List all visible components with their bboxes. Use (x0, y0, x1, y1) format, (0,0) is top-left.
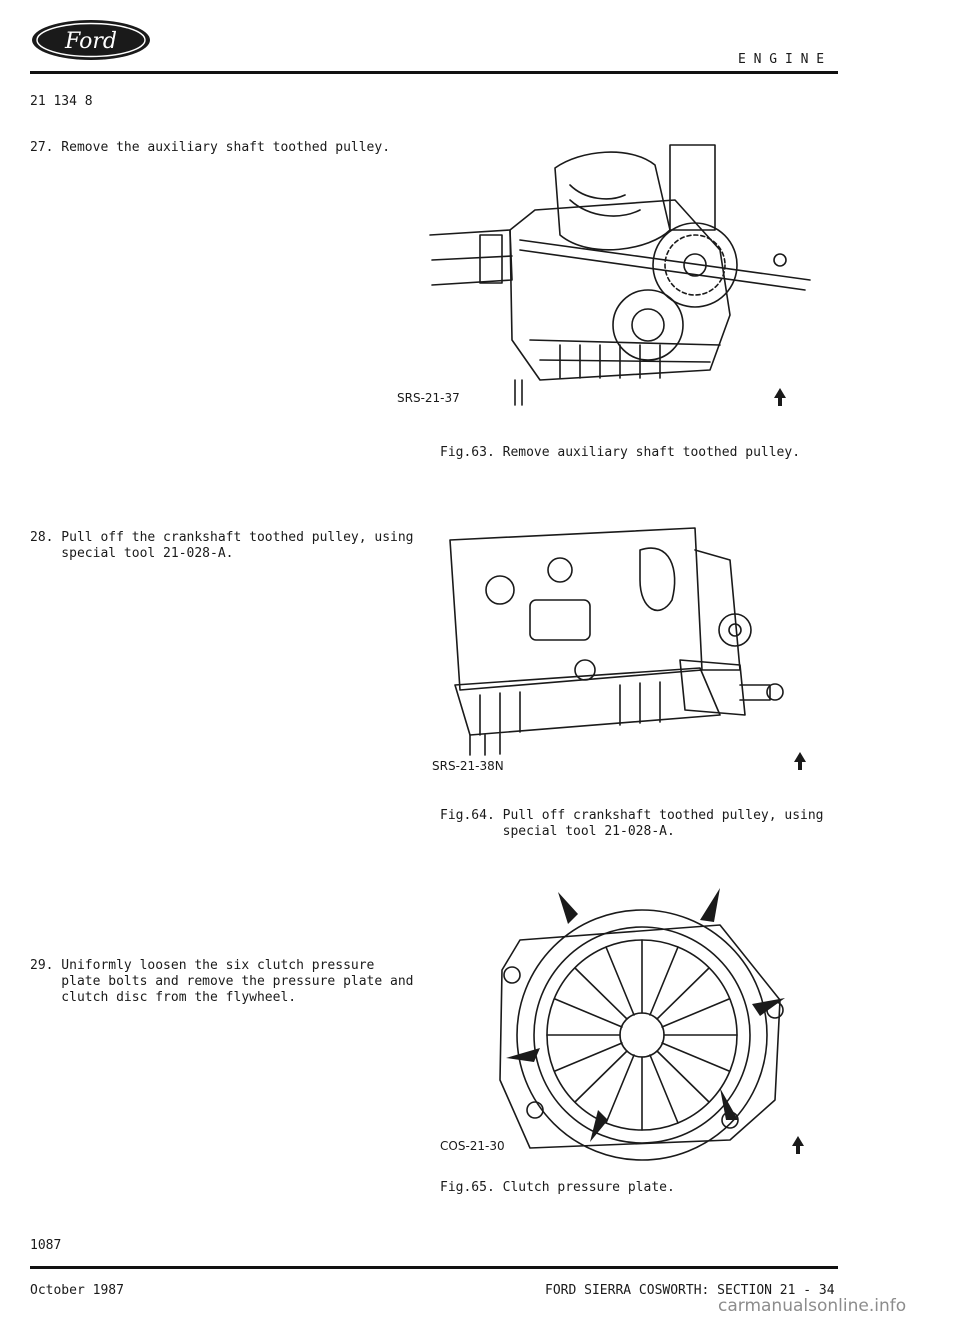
section-title: E N G I N E (738, 52, 825, 67)
step-29-line-2: plate bolts and remove the pressure plat… (30, 974, 414, 989)
page-number: 1087 (30, 1238, 62, 1253)
figure-64-caption-line-1: Fig.64. Pull off crankshaft toothed pull… (440, 808, 824, 823)
step-28-line-2: special tool 21-028-A. (30, 546, 234, 561)
figure-64-code: SRS-21-38N (432, 759, 504, 773)
figure-64-illustration: SRS-21-38N (432, 527, 806, 773)
figure-65-code: COS-21-30 (440, 1139, 505, 1153)
figure-63-code: SRS-21-37 (397, 391, 460, 405)
figure-65-caption: Fig.65. Clutch pressure plate. (440, 1180, 675, 1195)
step-28-line-1: 28. Pull off the crankshaft toothed pull… (30, 530, 414, 545)
reference-number: 21 134 8 (30, 94, 93, 109)
step-29-line-3: clutch disc from the flywheel. (30, 990, 297, 1005)
footer-date: October 1987 (30, 1283, 124, 1298)
ford-logo-icon: Ford (32, 20, 150, 60)
header-rule (30, 71, 838, 74)
footer-rule (30, 1266, 838, 1269)
figure-63-caption: Fig.63. Remove auxiliary shaft toothed p… (440, 445, 801, 460)
step-27-text: 27. Remove the auxiliary shaft toothed p… (30, 140, 391, 155)
step-29-line-1: 29. Uniformly loosen the six clutch pres… (30, 958, 375, 973)
ford-logo-text: Ford (64, 29, 117, 54)
watermark-text: carmanualsonline.info (718, 1296, 907, 1316)
figure-63-illustration: SRS-21-37 (397, 144, 811, 406)
figure-65-illustration: COS-21-30 (440, 888, 804, 1161)
figure-64-caption-line-2: special tool 21-028-A. (440, 824, 675, 839)
footer-title: FORD SIERRA COSWORTH: SECTION 21 - 34 (545, 1283, 835, 1298)
